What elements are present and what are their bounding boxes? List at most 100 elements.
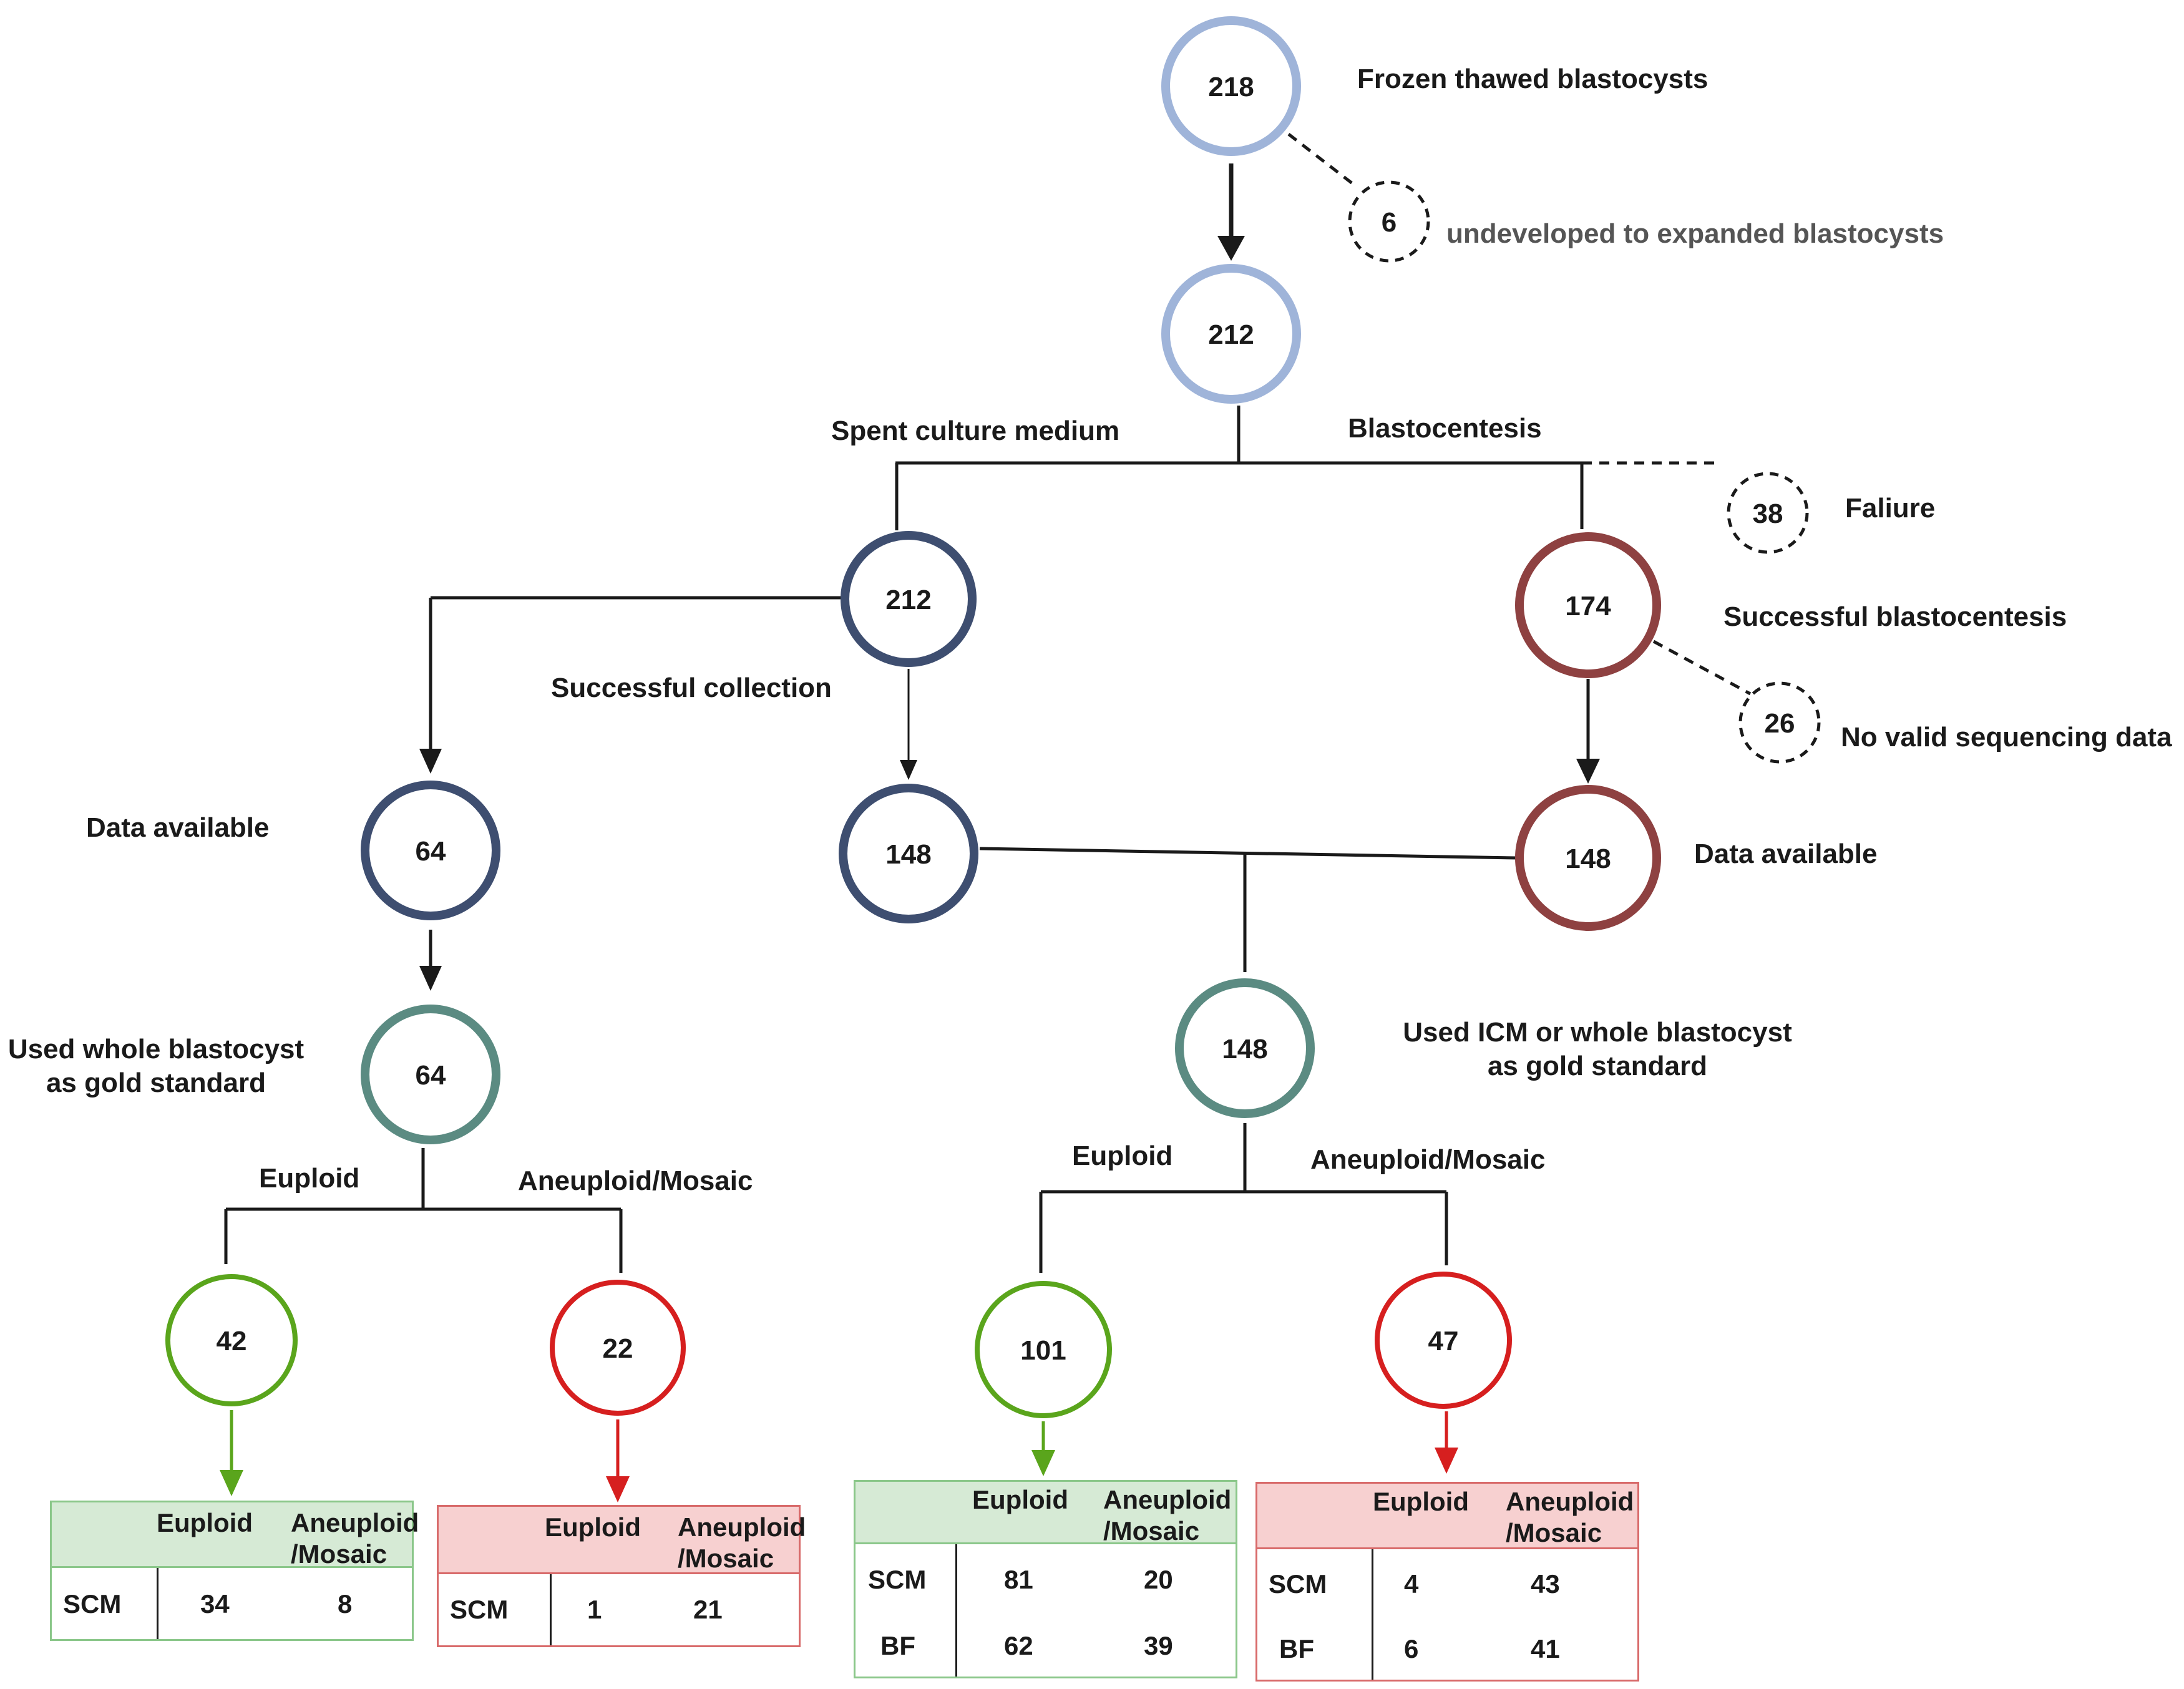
table-col-aneuploid: Aneuploid /Mosaic bbox=[1103, 1484, 1231, 1546]
label-euploid-right: Euploid bbox=[1072, 1141, 1173, 1171]
table-col-aneuploid-line2: /Mosaic bbox=[1506, 1517, 1602, 1547]
table-col-euploid: Euploid bbox=[972, 1485, 1068, 1514]
table-cell-bf-aneuploid: 41 bbox=[1531, 1634, 1560, 1663]
label-blastocentesis: Blastocentesis bbox=[1348, 413, 1542, 444]
table-divider bbox=[157, 1568, 158, 1639]
result-table-icm-aneuploid: Euploid Aneuploid /Mosaic SCM 4 43 BF 6 … bbox=[1255, 1482, 1639, 1682]
arrowhead-148-bf bbox=[1576, 759, 1600, 784]
label-undeveloped: undeveloped to expanded blastocysts bbox=[1446, 218, 1944, 249]
node-6: 6 bbox=[1348, 180, 1430, 263]
arrowhead-table-4 bbox=[1435, 1448, 1458, 1474]
node-174-value: 174 bbox=[1565, 591, 1611, 621]
node-64-gold-value: 64 bbox=[416, 1060, 446, 1091]
node-42: 42 bbox=[165, 1274, 298, 1406]
connectors bbox=[224, 133, 1752, 1273]
table-row-scm-label: SCM bbox=[1269, 1569, 1327, 1599]
table-cell-scm-euploid: 81 bbox=[1004, 1565, 1033, 1594]
node-101-value: 101 bbox=[1020, 1335, 1066, 1366]
table-cell-scm-euploid: 34 bbox=[200, 1589, 230, 1618]
node-218: 218 bbox=[1161, 16, 1301, 156]
result-table-whole-euploid: Euploid Aneuploid /Mosaic SCM 34 8 bbox=[50, 1501, 419, 1641]
table-header bbox=[856, 1482, 1236, 1544]
table-header bbox=[439, 1507, 799, 1574]
nodes: 218 6 212 38 212 174 26 64 bbox=[165, 16, 1821, 1418]
label-gold-icm: Used ICM or whole blastocyst as gold sta… bbox=[1392, 1016, 1803, 1083]
table-col-aneuploid-line1: Aneuploid bbox=[291, 1508, 419, 1537]
label-gold-whole-line1: Used whole blastocyst bbox=[7, 1034, 305, 1064]
result-table-whole-aneuploid: Euploid Aneuploid /Mosaic SCM 1 21 bbox=[437, 1505, 806, 1647]
node-22-value: 22 bbox=[603, 1333, 633, 1364]
node-148-bf-value: 148 bbox=[1565, 844, 1611, 874]
table-header bbox=[1257, 1484, 1637, 1549]
node-101: 101 bbox=[975, 1281, 1112, 1418]
table-row-bf-label: BF bbox=[1279, 1634, 1314, 1663]
label-gold-whole-line2: as gold standard bbox=[46, 1067, 266, 1098]
dashed-link-26 bbox=[1652, 640, 1752, 696]
node-148-scm-value: 148 bbox=[885, 839, 931, 870]
table-row-scm-label: SCM bbox=[450, 1595, 509, 1624]
table-col-aneuploid: Aneuploid /Mosaic bbox=[291, 1507, 419, 1569]
node-42-value: 42 bbox=[217, 1326, 247, 1356]
table-cell-scm-aneuploid: 8 bbox=[338, 1589, 353, 1618]
table-row-scm-label: SCM bbox=[63, 1589, 122, 1618]
node-64-data-value: 64 bbox=[416, 836, 446, 867]
table-cell-scm-aneuploid: 43 bbox=[1531, 1569, 1560, 1599]
label-gold-icm-line2: as gold standard bbox=[1487, 1050, 1708, 1081]
node-148-scm: 148 bbox=[839, 784, 978, 923]
label-data-available-left: Data available bbox=[86, 812, 270, 843]
node-38: 38 bbox=[1727, 472, 1809, 554]
arrowhead-64-data bbox=[419, 749, 442, 774]
result-table-icm-euploid: Euploid Aneuploid /Mosaic SCM 81 20 BF 6… bbox=[854, 1480, 1237, 1678]
arrowhead-212 bbox=[1217, 236, 1245, 261]
table-divider bbox=[550, 1574, 552, 1645]
node-6-value: 6 bbox=[1382, 207, 1397, 238]
arrowhead-table-2 bbox=[606, 1476, 630, 1502]
merge-bar bbox=[979, 847, 1517, 860]
label-gold-icm-line1: Used ICM or whole blastocyst bbox=[1403, 1017, 1792, 1048]
node-26: 26 bbox=[1738, 681, 1821, 764]
table-header bbox=[52, 1502, 412, 1568]
label-spent-culture-medium: Spent culture medium bbox=[831, 416, 1120, 446]
table-col-aneuploid-line2: /Mosaic bbox=[678, 1543, 774, 1573]
table-col-aneuploid: Aneuploid /Mosaic bbox=[678, 1512, 806, 1574]
arrowhead-64-gold bbox=[419, 966, 442, 991]
node-38-value: 38 bbox=[1753, 499, 1783, 529]
table-col-aneuploid-line1: Aneuploid bbox=[678, 1512, 806, 1542]
table-col-euploid: Euploid bbox=[545, 1512, 641, 1542]
table-col-aneuploid-line2: /Mosaic bbox=[1103, 1516, 1200, 1545]
label-euploid-left: Euploid bbox=[259, 1163, 360, 1194]
node-64-gold: 64 bbox=[361, 1005, 500, 1144]
table-cell-bf-euploid: 6 bbox=[1404, 1634, 1419, 1663]
node-148-gold: 148 bbox=[1175, 978, 1315, 1118]
arrowhead-table-3 bbox=[1031, 1450, 1055, 1476]
label-frozen-thawed: Frozen thawed blastocysts bbox=[1357, 64, 1709, 94]
table-col-aneuploid-line1: Aneuploid bbox=[1506, 1487, 1634, 1516]
node-64-data: 64 bbox=[361, 781, 500, 920]
label-aneuploid-right: Aneuploid/Mosaic bbox=[1310, 1144, 1546, 1175]
node-22: 22 bbox=[550, 1280, 686, 1416]
table-cell-bf-euploid: 62 bbox=[1004, 1631, 1033, 1660]
table-row-scm-label: SCM bbox=[868, 1565, 927, 1594]
label-failure: Faliure bbox=[1845, 493, 1936, 523]
node-218-value: 218 bbox=[1208, 72, 1254, 102]
node-148-bf: 148 bbox=[1515, 785, 1661, 931]
node-174: 174 bbox=[1515, 532, 1661, 678]
table-col-aneuploid-line1: Aneuploid bbox=[1103, 1485, 1232, 1514]
node-212-scm-value: 212 bbox=[885, 585, 931, 615]
table-arrows bbox=[220, 1410, 1458, 1502]
table-cell-scm-euploid: 4 bbox=[1404, 1569, 1419, 1599]
table-col-euploid: Euploid bbox=[1373, 1487, 1469, 1516]
table-col-aneuploid: Aneuploid /Mosaic bbox=[1506, 1486, 1634, 1548]
label-aneuploid-left: Aneuploid/Mosaic bbox=[518, 1166, 753, 1196]
table-row-bf-label: BF bbox=[880, 1631, 915, 1660]
node-47-value: 47 bbox=[1428, 1326, 1459, 1356]
table-col-euploid: Euploid bbox=[157, 1508, 253, 1537]
node-212-scm: 212 bbox=[841, 531, 977, 667]
arrowhead-148-scm bbox=[900, 760, 917, 780]
dashed-link-6 bbox=[1287, 133, 1358, 188]
label-successful-collection: Successful collection bbox=[551, 673, 832, 703]
table-divider bbox=[1372, 1549, 1373, 1680]
label-successful-blastocentesis: Successful blastocentesis bbox=[1723, 601, 2067, 632]
label-gold-whole: Used whole blastocyst as gold standard bbox=[6, 1033, 306, 1099]
